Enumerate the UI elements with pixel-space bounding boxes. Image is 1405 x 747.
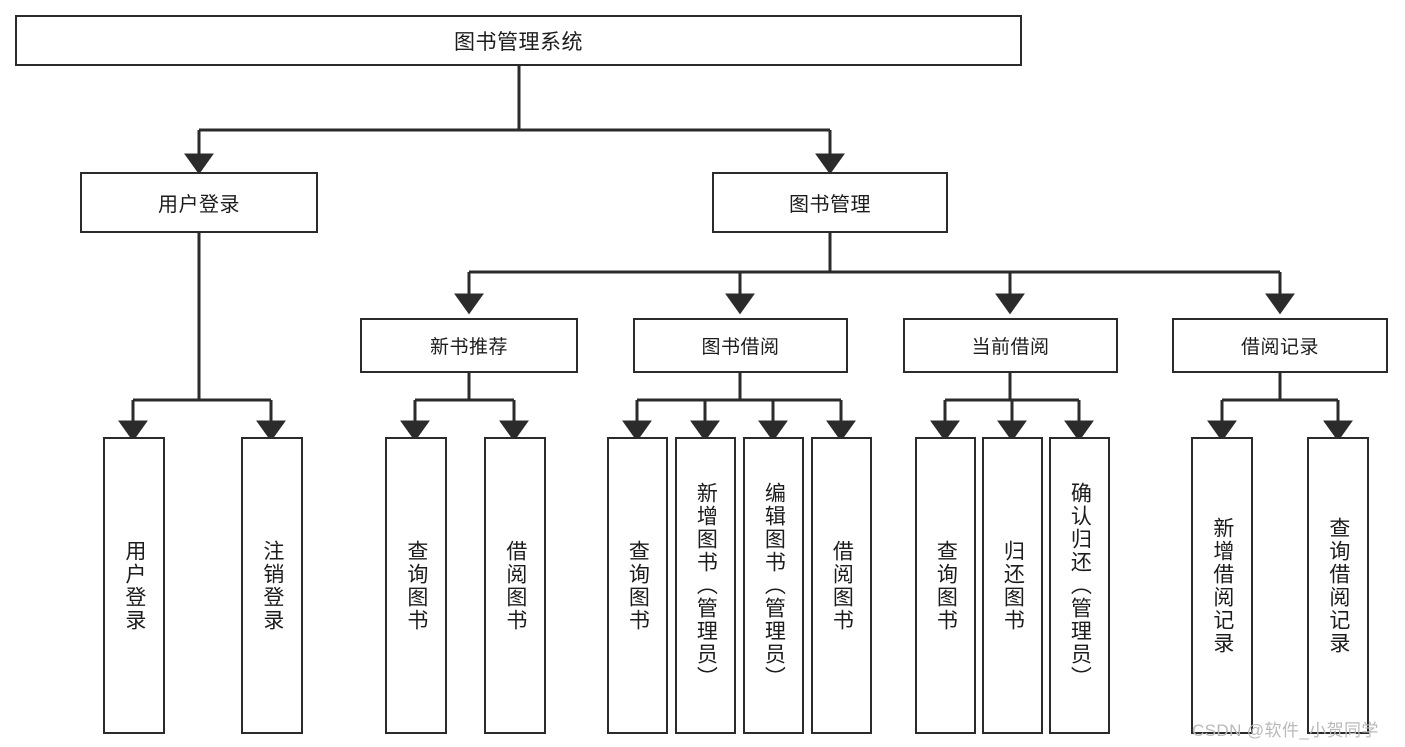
node-label: 借阅图书 bbox=[830, 539, 854, 632]
node-label: 注销登录 bbox=[260, 539, 284, 632]
node-leaf[interactable]: 借阅图书 bbox=[484, 437, 546, 734]
node-sub-book-borrow[interactable]: 图书借阅 bbox=[633, 318, 848, 373]
node-leaf[interactable]: 借阅图书 bbox=[811, 437, 872, 734]
node-label: 借阅记录 bbox=[1240, 337, 1319, 358]
node-branch-book-management[interactable]: 图书管理 bbox=[712, 172, 948, 233]
node-label: 新书推荐 bbox=[429, 337, 508, 358]
node-label: 图书管理 bbox=[789, 194, 871, 216]
node-leaf[interactable]: 新增图书（管理员） bbox=[675, 437, 736, 734]
node-sub-borrow-record[interactable]: 借阅记录 bbox=[1172, 318, 1388, 373]
node-leaf[interactable]: 注销登录 bbox=[241, 437, 303, 734]
node-label: 编辑图书（管理员） bbox=[762, 482, 786, 689]
node-leaf[interactable]: 查询借阅记录 bbox=[1307, 437, 1369, 734]
node-leaf[interactable]: 确认归还（管理员） bbox=[1049, 437, 1110, 734]
watermark: CSDN @软件_小贺同学 bbox=[1192, 721, 1379, 740]
node-label: 用户登录 bbox=[158, 194, 240, 216]
node-label: 查询图书 bbox=[404, 539, 428, 632]
node-sub-new-book-recommend[interactable]: 新书推荐 bbox=[360, 318, 578, 373]
node-label: 借阅图书 bbox=[503, 539, 527, 632]
node-label: 查询图书 bbox=[934, 539, 958, 632]
node-label: 查询图书 bbox=[626, 539, 650, 632]
node-label: 图书借阅 bbox=[701, 337, 780, 358]
node-label: 确认归还（管理员） bbox=[1068, 482, 1092, 689]
node-label: 图书管理系统 bbox=[454, 30, 583, 54]
node-leaf[interactable]: 查询图书 bbox=[607, 437, 668, 734]
node-leaf[interactable]: 归还图书 bbox=[982, 437, 1043, 734]
node-leaf[interactable]: 用户登录 bbox=[103, 437, 165, 734]
node-label: 归还图书 bbox=[1001, 539, 1025, 632]
node-label: 新增借阅记录 bbox=[1210, 516, 1234, 655]
node-label: 新增图书（管理员） bbox=[694, 482, 718, 689]
node-sub-current-borrow[interactable]: 当前借阅 bbox=[903, 318, 1118, 373]
node-leaf[interactable]: 编辑图书（管理员） bbox=[743, 437, 804, 734]
node-label: 当前借阅 bbox=[971, 337, 1050, 358]
node-label: 用户登录 bbox=[122, 539, 146, 632]
node-root[interactable]: 图书管理系统 bbox=[15, 15, 1022, 66]
node-leaf[interactable]: 查询图书 bbox=[385, 437, 447, 734]
node-leaf[interactable]: 新增借阅记录 bbox=[1191, 437, 1253, 734]
node-label: 查询借阅记录 bbox=[1326, 516, 1350, 655]
node-branch-user-login[interactable]: 用户登录 bbox=[80, 172, 318, 233]
node-leaf[interactable]: 查询图书 bbox=[915, 437, 976, 734]
